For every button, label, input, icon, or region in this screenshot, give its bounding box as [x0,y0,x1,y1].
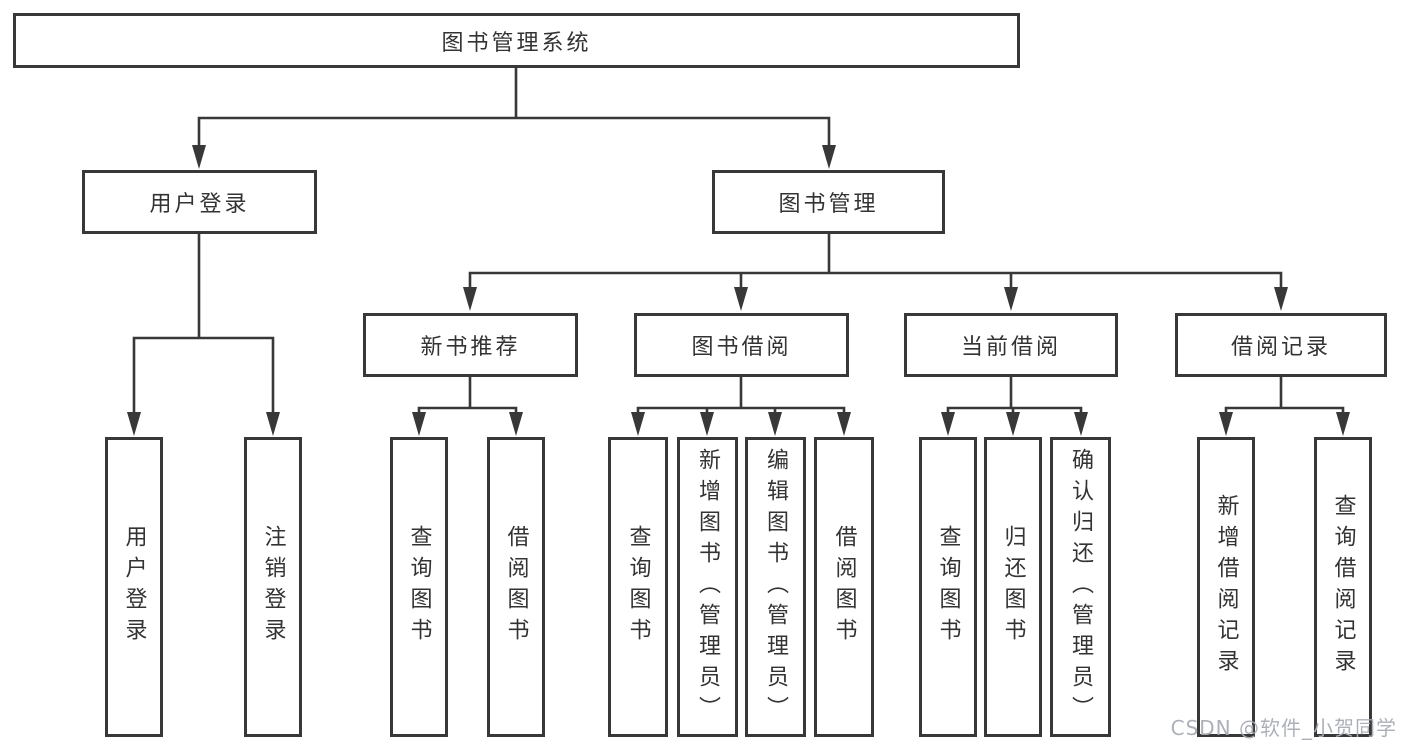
leaf-query-books-current: 查询图书 [919,437,977,737]
leaf-query-borrow-record: 查询借阅记录 [1314,437,1372,737]
node-label: 图书管理 [778,192,879,217]
leaf-confirm-return-admin: 确认归还（管理员） [1050,437,1111,737]
leaf-label: 查询图书 [406,525,432,649]
node-label: 新书推荐 [420,335,521,360]
node-label: 图书借阅 [691,335,792,360]
leaf-return-books: 归还图书 [984,437,1042,737]
leaf-label: 借阅图书 [503,525,529,649]
watermark: CSDN @软件_小贺同学 [1170,716,1397,740]
leaf-query-books-borrow: 查询图书 [608,437,668,737]
leaf-label: 查询图书 [625,525,651,649]
leaf-add-borrow-record: 新增借阅记录 [1197,437,1255,737]
node-borrow-records: 借阅记录 [1175,313,1387,377]
node-label: 图书管理系统 [441,30,592,56]
leaf-edit-book-admin: 编辑图书（管理员） [745,437,806,737]
leaf-label: 编辑图书（管理员） [763,447,789,727]
leaf-label: 查询借阅记录 [1330,494,1356,680]
node-label: 当前借阅 [960,335,1061,360]
leaf-logout-login: 注销登录 [244,437,302,737]
leaf-add-book-admin: 新增图书（管理员） [677,437,738,737]
leaf-label: 借阅图书 [831,525,857,649]
tree-edges [132,66,1345,416]
node-user-login: 用户登录 [82,170,317,234]
leaf-label: 归还图书 [1000,525,1026,649]
leaf-user-login: 用户登录 [105,437,163,737]
leaf-borrow-books: 借阅图书 [814,437,874,737]
leaf-query-books-recommend: 查询图书 [390,437,448,737]
leaf-label: 确认归还（管理员） [1068,447,1094,727]
node-current-borrow: 当前借阅 [904,313,1118,377]
node-book-borrow: 图书借阅 [634,313,849,377]
node-label: 借阅记录 [1230,335,1331,360]
node-root: 图书管理系统 [13,13,1020,68]
leaf-label: 查询图书 [935,525,961,649]
leaf-label: 用户登录 [121,525,147,649]
node-new-book-recommend: 新书推荐 [363,313,578,377]
leaf-label: 新增图书（管理员） [695,447,721,727]
leaf-label: 新增借阅记录 [1213,494,1239,680]
node-book-management: 图书管理 [712,170,945,234]
arrowheads [127,145,1350,436]
leaf-borrow-books-recommend: 借阅图书 [487,437,545,737]
leaf-label: 注销登录 [260,525,286,649]
node-label: 用户登录 [149,192,250,217]
